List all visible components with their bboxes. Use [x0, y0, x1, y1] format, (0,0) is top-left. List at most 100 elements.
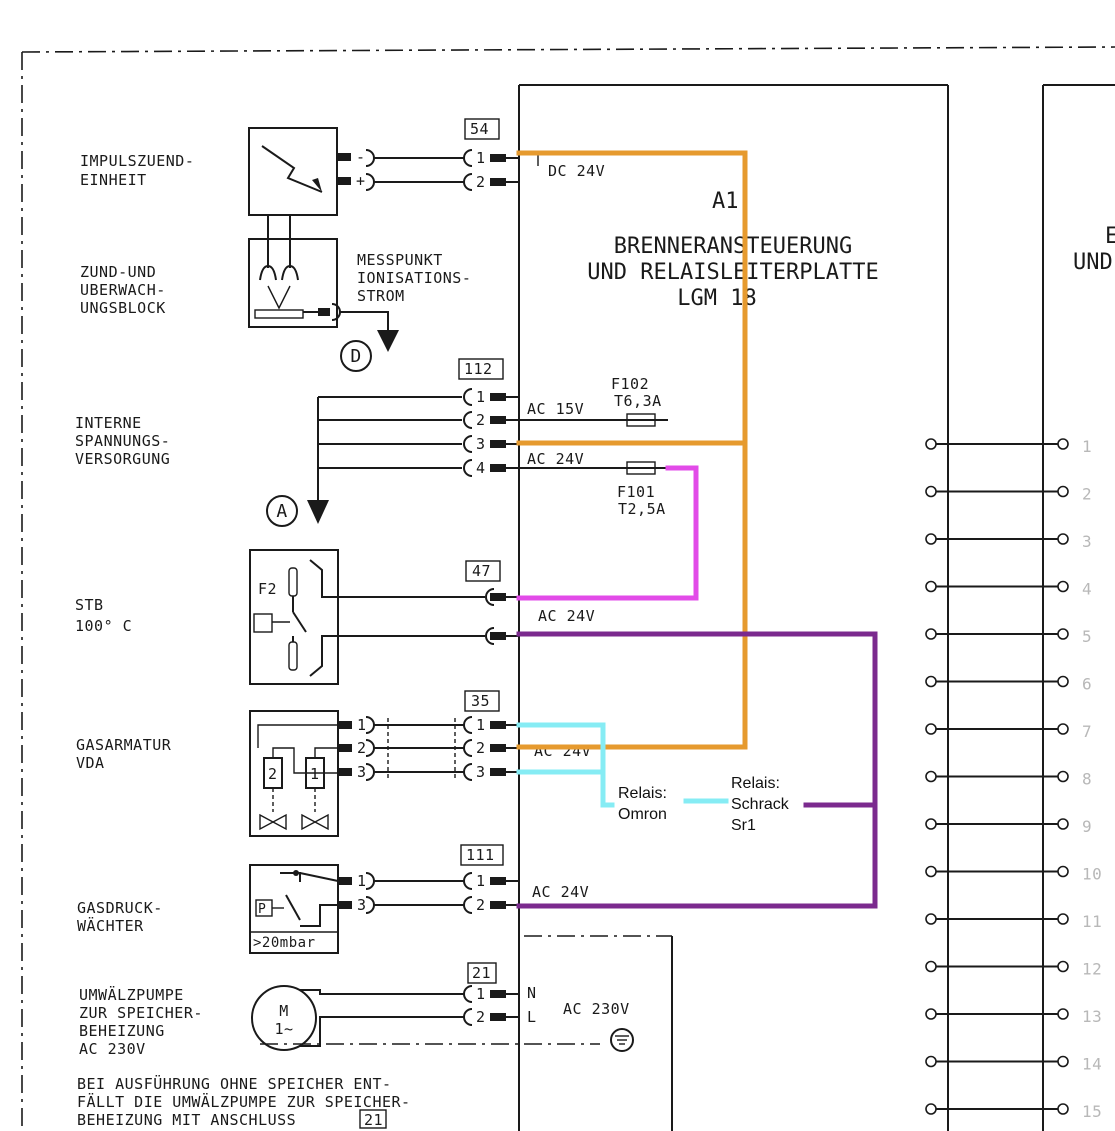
connector-pin: 2	[463, 411, 519, 429]
device-pin: 3	[338, 763, 465, 781]
connector-pin: 1	[463, 149, 519, 167]
connector-pin: 1	[463, 872, 519, 890]
ignition-block-label-2: UBERWACH-	[80, 281, 166, 299]
measure-label-3: STROM	[357, 287, 405, 305]
measure-label-2: IONISATIONS-	[357, 269, 471, 287]
connector-pin-number: 2	[476, 739, 486, 757]
outer-frame	[21, 46, 1115, 1131]
right-board-partial: UND	[1073, 250, 1113, 275]
footnote: BEI AUSFÜHRUNG OHNE SPEICHER ENT- FÄLLT …	[77, 1074, 410, 1129]
board-title-line1: BRENNERANSTEUERUNG	[614, 234, 852, 259]
device-pin-number: 3	[357, 896, 367, 914]
measure-label-1: MESSPUNKT	[357, 251, 443, 269]
right-board: E UND	[1042, 84, 1115, 1131]
terminal-number: 7	[1082, 722, 1092, 741]
terminal-number: 5	[1082, 627, 1092, 646]
device-pin: 1	[338, 716, 465, 734]
stb-label-2: 100° C	[75, 617, 132, 635]
terminal-row: 13	[925, 1007, 1102, 1026]
fuse-f102	[626, 413, 656, 427]
terminal-number: 13	[1082, 1007, 1102, 1026]
color-wires	[516, 150, 878, 909]
gas-valve-label-1: GASARMATUR	[76, 736, 172, 754]
terminal-number: 10	[1082, 865, 1102, 884]
pump-label-3: BEHEIZUNG	[79, 1022, 165, 1040]
terminal-row: 3	[925, 532, 1092, 551]
terminal-number: 14	[1082, 1055, 1102, 1074]
terminal-row: 5	[925, 627, 1092, 646]
connector-pin-number: 2	[476, 1008, 486, 1026]
connector-pin-number: 3	[476, 435, 486, 453]
voltage-ac24-stb: AC 24V	[538, 607, 595, 625]
gas-valve-coil-2: 1	[310, 765, 320, 783]
relay-omron-line1: Relais:	[618, 785, 667, 802]
connector-35: 35	[471, 692, 490, 710]
terminal-number: 12	[1082, 960, 1102, 979]
stb-label-1: STB	[75, 596, 104, 614]
connector-21: 21	[472, 964, 491, 982]
terminal-row: 9	[925, 817, 1092, 836]
wire-orange-dc24	[516, 150, 748, 750]
earth-icon	[610, 1028, 634, 1052]
connector-pin-number: 2	[476, 411, 486, 429]
ignition-block-label-1: ZUND-UND	[80, 263, 156, 281]
footnote-line1: BEI AUSFÜHRUNG OHNE SPEICHER ENT-	[77, 1074, 392, 1093]
stb: STB 100° C F2	[75, 549, 485, 685]
internal-supply: INTERNE SPANNUNGS- VERSORGUNG A	[75, 396, 462, 527]
device-pin-number: 1	[357, 872, 367, 890]
terminal-row: 10	[925, 865, 1102, 884]
ign-pin-minus: -	[356, 148, 366, 166]
ignition-label-1: IMPULSZUEND-	[80, 152, 194, 170]
connector-pin: 1	[463, 985, 519, 1003]
ign-pin-plus: +	[356, 172, 366, 190]
voltage-ac230: AC 230V	[563, 1000, 630, 1018]
connector-pin-number: 1	[476, 149, 486, 167]
ignition-label-2: EINHEIT	[80, 171, 147, 189]
relay-schrack-line2: Schrack	[731, 796, 790, 813]
wire-magenta-stb	[516, 465, 699, 601]
terminal-number: 2	[1082, 485, 1092, 504]
terminal-number: 3	[1082, 532, 1092, 551]
relay-schrack-line1: Relais:	[731, 775, 780, 792]
pump-motor-m: M	[279, 1002, 289, 1020]
device-pin-number: 1	[357, 716, 367, 734]
ground-arrow-d	[377, 330, 399, 352]
terminal-row: 15	[925, 1102, 1102, 1121]
relay-notes: Relais: Omron Relais: Schrack Sr1	[618, 775, 790, 834]
marker-a-circle	[266, 495, 298, 527]
gas-pressure-label-2: WÄCHTER	[77, 916, 144, 935]
terminal-row: 8	[925, 770, 1092, 789]
connector-pin: 3	[463, 435, 519, 453]
connector-pin: 2	[463, 739, 519, 757]
device-pin: 3	[338, 896, 465, 914]
connector-pin	[485, 627, 519, 645]
connector-pin: 1	[463, 388, 519, 406]
pump-motor	[251, 985, 317, 1051]
terminal-number: 6	[1082, 675, 1092, 694]
voltage-ac24-112: AC 24V	[527, 450, 584, 468]
terminal-row: 7	[925, 722, 1092, 741]
voltage-ac24-111: AC 24V	[532, 883, 589, 901]
supply-label-3: VERSORGUNG	[75, 450, 170, 468]
terminal-row: 2	[925, 485, 1092, 504]
ignition-unit: IMPULSZUEND- EINHEIT - +	[80, 127, 465, 216]
gas-pressure-sensor: P	[258, 902, 266, 917]
connector-pin: 2	[463, 1008, 519, 1026]
gas-pressure-threshold: >20mbar	[253, 935, 316, 951]
footnote-ref: 21	[364, 1111, 383, 1129]
gas-valve: GASARMATUR VDA 2 1	[76, 710, 456, 837]
connector-pin-number: 2	[476, 896, 486, 914]
terminal-row: 1	[925, 437, 1092, 456]
device-pin: 2	[338, 739, 465, 757]
device-pin-number: 3	[357, 763, 367, 781]
gas-pressure-label-1: GASDRUCK-	[77, 899, 163, 917]
pump-label-2: ZUR SPEICHER-	[79, 1004, 203, 1022]
connector-pin: 2	[463, 896, 519, 914]
gas-valve-label-2: VDA	[76, 754, 105, 772]
connector-pin: 1	[463, 716, 519, 734]
voltage-dc24: DC 24V	[548, 162, 605, 180]
terminal-row: 11	[925, 912, 1102, 931]
terminal-row: 14	[925, 1055, 1102, 1074]
pump-terminal-l: L	[527, 1008, 537, 1026]
